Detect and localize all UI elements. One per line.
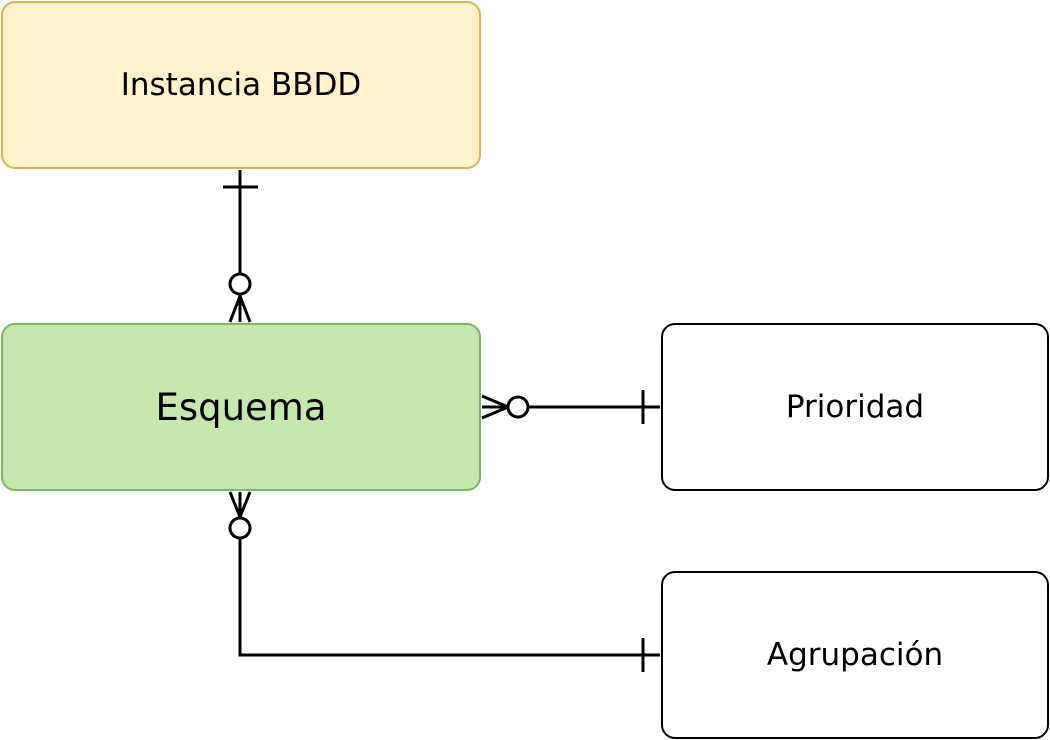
entity-instancia-bbdd: Instancia BBDD <box>1 1 481 169</box>
entity-agrupacion: Agrupación <box>661 571 1049 739</box>
entity-label: Instancia BBDD <box>120 67 362 103</box>
relationship-agrupacion-esquema <box>228 491 660 672</box>
entity-label: Prioridad <box>785 389 925 425</box>
entity-label: Agrupación <box>766 637 944 673</box>
relationship-prioridad-esquema <box>481 390 660 424</box>
zero-circle-esquema-bottom <box>228 516 252 540</box>
entity-prioridad: Prioridad <box>661 323 1049 491</box>
zero-circle-esquema-top <box>228 272 252 296</box>
edge-agrupacion-esquema <box>238 538 660 657</box>
entity-label: Esquema <box>155 385 327 429</box>
relationship-instancia-esquema <box>223 170 258 323</box>
entity-esquema: Esquema <box>1 323 481 491</box>
zero-circle-esquema-right <box>506 395 530 419</box>
